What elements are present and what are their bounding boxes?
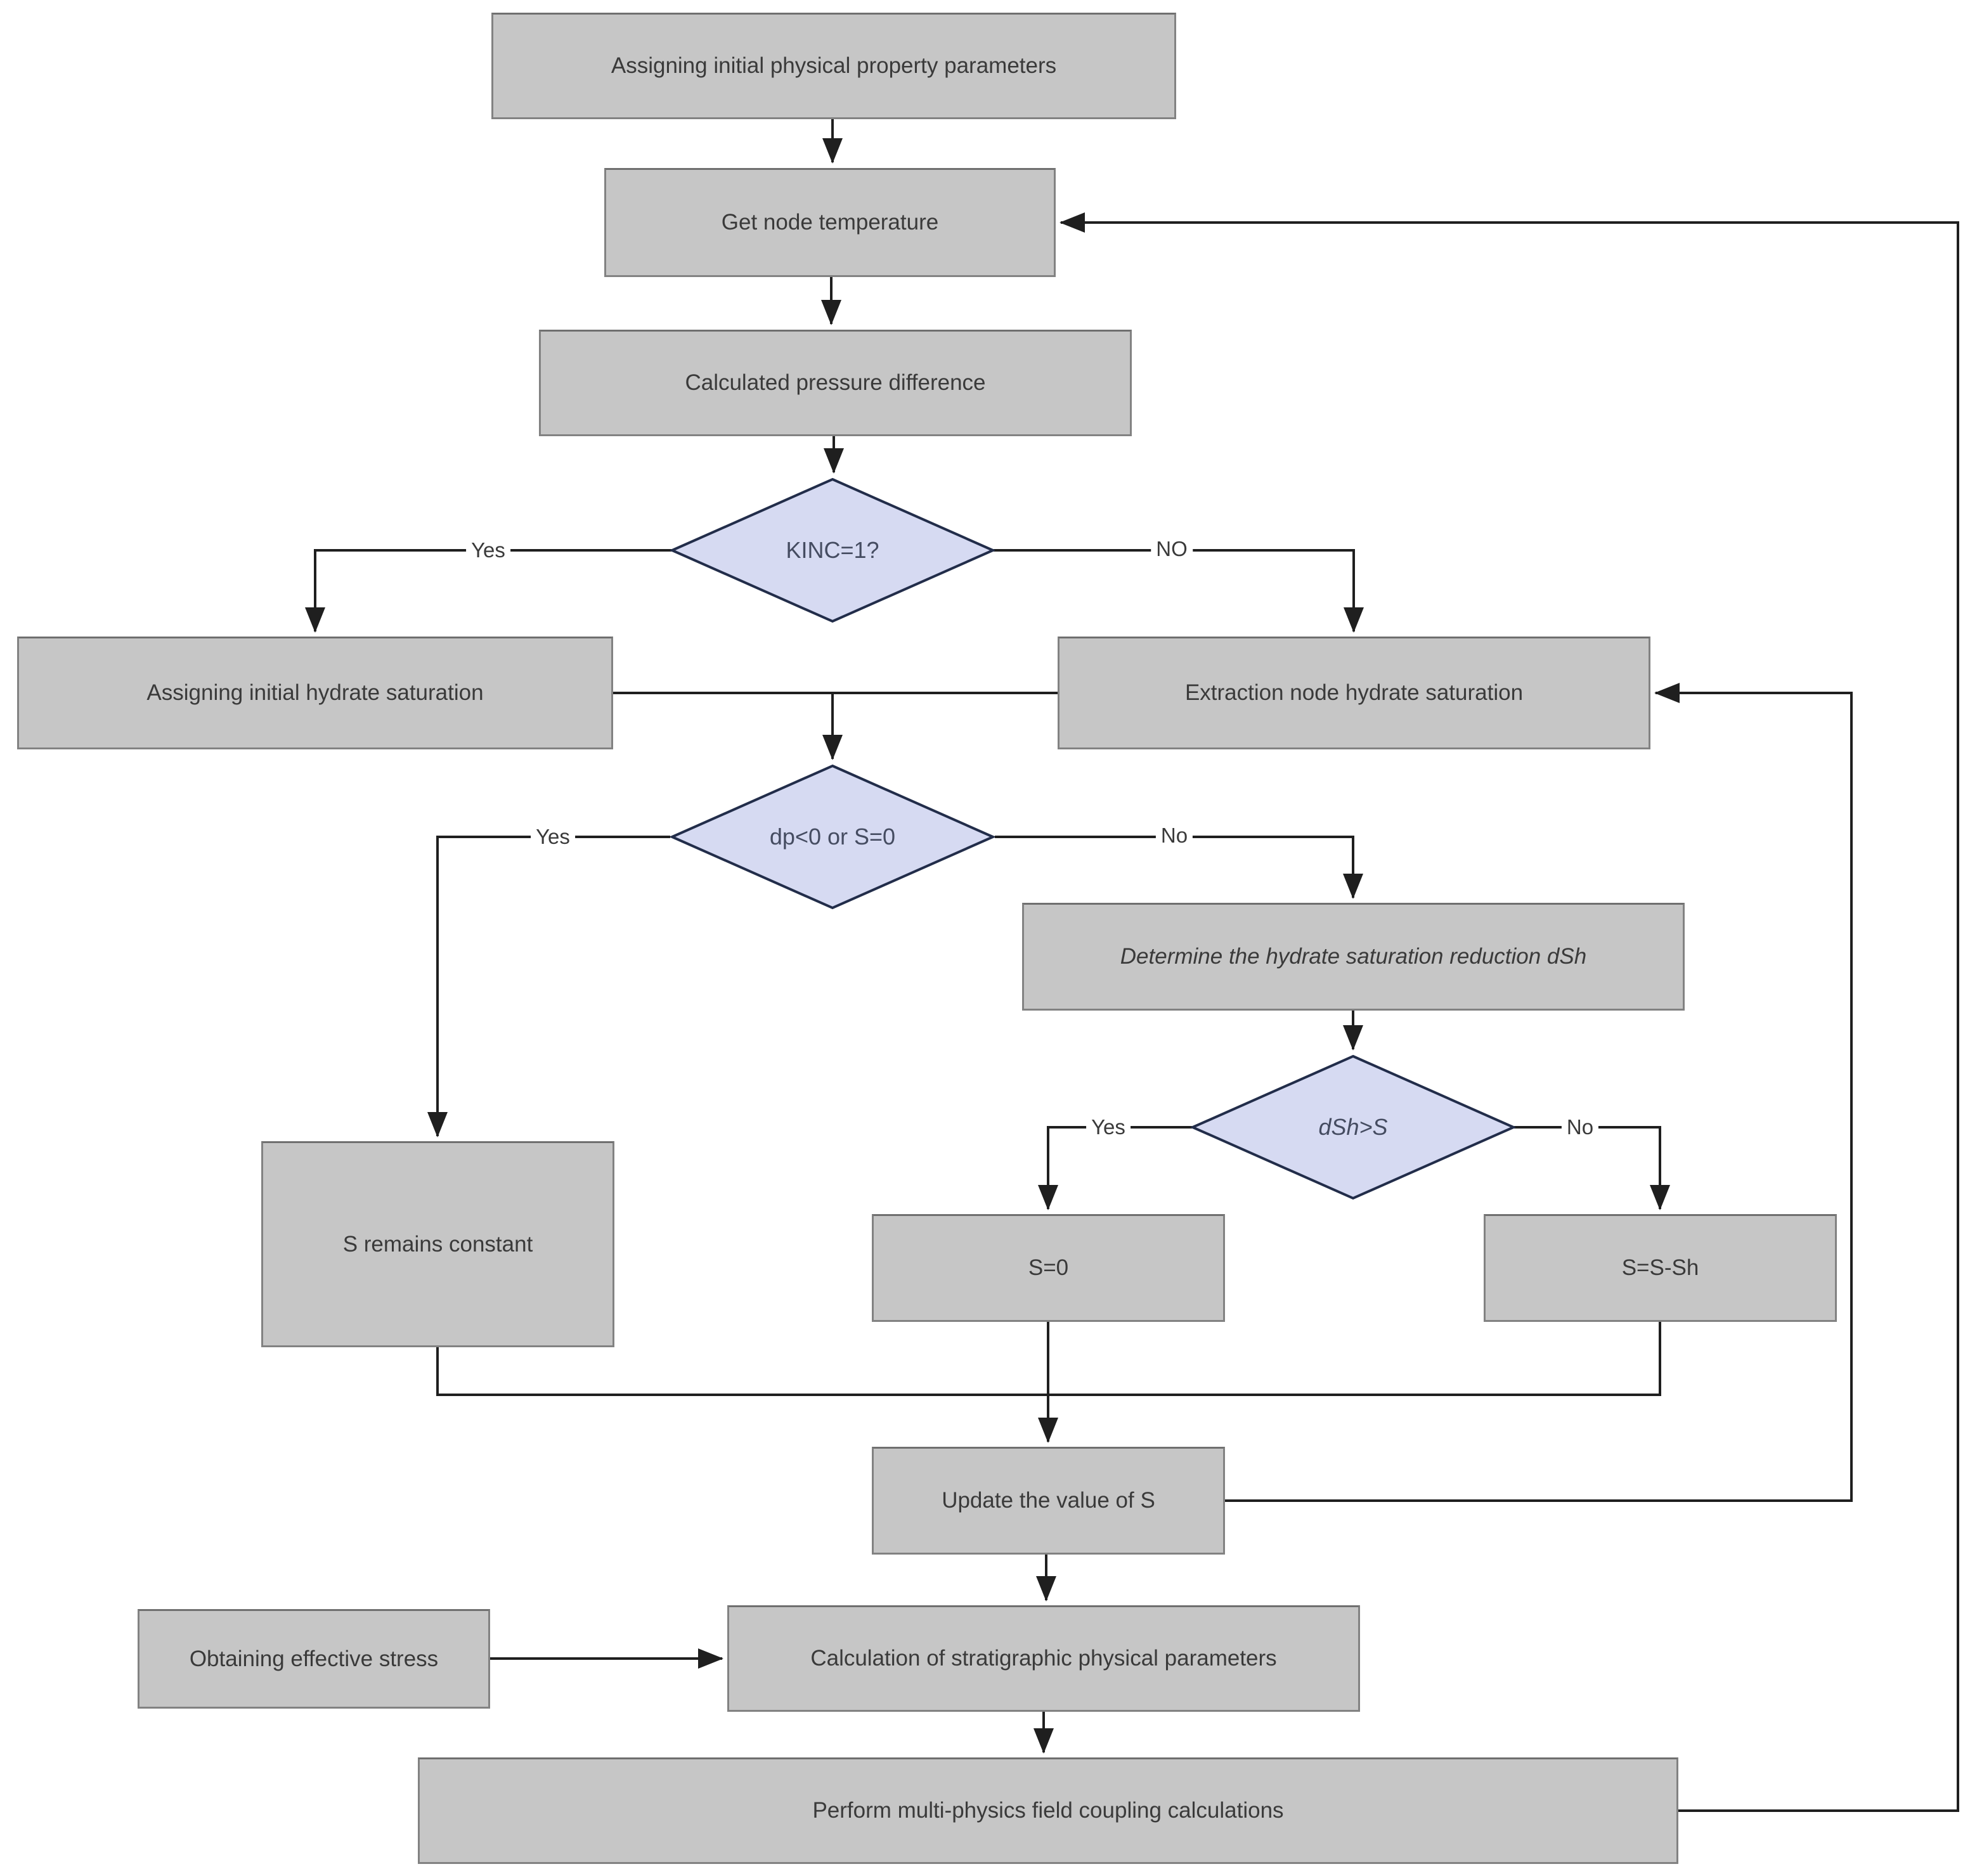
node-s-equals-s-minus-sh: S=S-Sh (1484, 1214, 1837, 1322)
edge-dp-yes (427, 836, 670, 1137)
node-dp-decision-label: dp<0 or S=0 (769, 824, 896, 850)
node-update-value-of-s-label: Update the value of S (942, 1488, 1155, 1513)
edge-label-kinc-yes: Yes (466, 538, 510, 562)
node-s-equals-s-minus-sh-label: S=S-Sh (1621, 1255, 1699, 1280)
node-s-remains-constant-label: S remains constant (342, 1231, 533, 1257)
node-dp-decision: dp<0 or S=0 (670, 764, 995, 910)
node-perform-multiphysics-coupling: Perform multi-physics field coupling cal… (418, 1757, 1678, 1864)
node-s-remains-constant: S remains constant (261, 1141, 614, 1347)
dsh-diamond-shape (1191, 1054, 1515, 1200)
node-obtaining-effective-stress-label: Obtaining effective stress (189, 1646, 439, 1671)
node-update-value-of-s: Update the value of S (872, 1447, 1225, 1555)
node-extraction-node-hydrate-saturation-label: Extraction node hydrate saturation (1184, 680, 1524, 705)
dp-diamond-shape (670, 764, 995, 910)
edge-perform-loop-to-getnodetemp (1060, 212, 1959, 1812)
node-determine-dsh-label: Determine the hydrate saturation reducti… (1120, 944, 1587, 969)
node-get-node-temperature: Get node temperature (604, 168, 1056, 277)
edge-updates-loop-to-extracthydrate (1225, 683, 1853, 1502)
edge-sremains-join (436, 1347, 1048, 1396)
edge-label-dsh-no: No (1561, 1115, 1599, 1139)
node-initial-params-label: Assigning initial physical property para… (611, 53, 1057, 78)
node-extraction-node-hydrate-saturation: Extraction node hydrate saturation (1058, 637, 1650, 749)
edge-kinc-no (994, 549, 1364, 633)
edge-label-dsh-yes: Yes (1086, 1115, 1131, 1139)
node-obtaining-effective-stress: Obtaining effective stress (138, 1609, 490, 1709)
edge-sminus-join (1048, 1322, 1661, 1396)
edge-dsh-no (1514, 1126, 1670, 1210)
edge-dp-no (995, 836, 1363, 899)
edge-label-dp-no: No (1155, 824, 1193, 848)
node-assign-initial-hydrate-saturation-label: Assigning initial hydrate saturation (146, 680, 484, 705)
node-perform-multiphysics-coupling-label: Perform multi-physics field coupling cal… (812, 1798, 1284, 1823)
edge-label-dp-yes: Yes (531, 825, 575, 849)
node-calculation-stratigraphic-parameters-label: Calculation of stratigraphic physical pa… (810, 1646, 1277, 1671)
node-dsh-decision: dSh>S (1191, 1054, 1515, 1200)
node-s-equals-zero: S=0 (872, 1214, 1225, 1322)
edge-label-kinc-no: NO (1151, 537, 1193, 561)
node-s-equals-zero-label: S=0 (1028, 1255, 1069, 1280)
node-determine-dsh: Determine the hydrate saturation reducti… (1022, 903, 1685, 1011)
node-get-node-temperature-label: Get node temperature (721, 210, 939, 235)
node-calculation-stratigraphic-parameters: Calculation of stratigraphic physical pa… (727, 1605, 1360, 1712)
node-kinc-decision: KINC=1? (670, 477, 995, 623)
edge-kinc-yes (305, 549, 671, 633)
node-assign-initial-hydrate-saturation: Assigning initial hydrate saturation (17, 637, 613, 749)
node-dsh-decision-label: dSh>S (1318, 1114, 1388, 1140)
edge-dsh-yes (1038, 1126, 1192, 1210)
node-kinc-decision-label: KINC=1? (786, 537, 879, 563)
node-initial-params: Assigning initial physical property para… (491, 13, 1176, 119)
kinc-diamond-shape (670, 477, 995, 623)
node-calculated-pressure-difference-label: Calculated pressure difference (685, 370, 986, 395)
node-calculated-pressure-difference: Calculated pressure difference (539, 330, 1132, 436)
